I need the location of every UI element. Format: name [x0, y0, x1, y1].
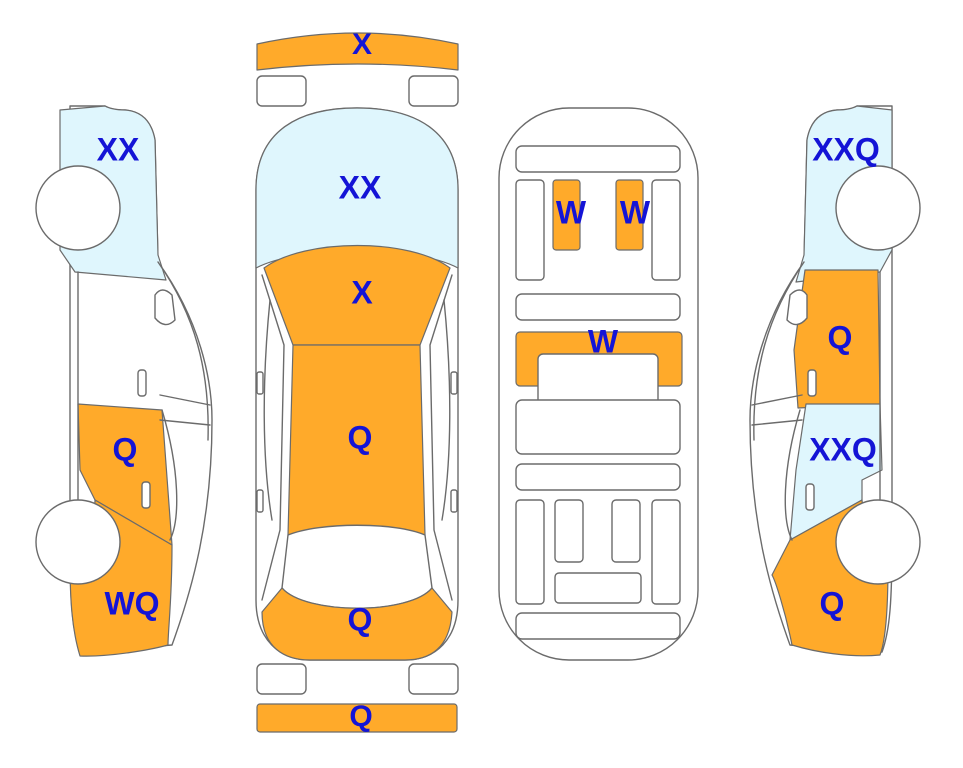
top-hood-panel[interactable]	[263, 245, 451, 346]
right-side-view: XXQ Q XXQ Q	[749, 105, 921, 657]
right-rear-window	[784, 409, 801, 541]
left-window-contour	[157, 261, 209, 441]
right-window-contour	[753, 261, 805, 441]
interior-dashboard	[515, 145, 681, 173]
left-mirror	[154, 289, 176, 326]
top-left-side-contour	[263, 299, 273, 521]
label-rear-bumper: Q	[349, 700, 372, 733]
label-right-rear-glass: XXQ	[809, 431, 877, 467]
interior-rear-seat-left	[554, 499, 584, 563]
label-interior-console: W	[588, 323, 619, 359]
label-top-roof: Q	[348, 419, 373, 455]
left-rear-handle	[141, 481, 151, 509]
left-front-wheel	[35, 165, 121, 251]
left-front-handle	[137, 369, 147, 397]
interior-front-seat-left[interactable]	[552, 179, 581, 251]
interior-rear-console	[554, 572, 642, 604]
label-left-rear-door: Q	[113, 431, 138, 467]
label-interior-seat-left: W	[556, 194, 587, 230]
label-top-trunk: Q	[348, 601, 373, 637]
rear-left-light	[256, 663, 307, 695]
interior-trunk-bar	[515, 612, 681, 640]
front-bumper-panel[interactable]	[256, 32, 459, 71]
front-right-light	[408, 75, 459, 107]
top-left-mirror	[256, 371, 264, 395]
right-front-handle	[807, 369, 817, 397]
label-right-rear-quarter: Q	[820, 585, 845, 621]
rear-right-light	[408, 663, 459, 695]
interior-rear-bar-1	[515, 399, 681, 455]
interior-rear-right-panel	[651, 499, 681, 605]
label-interior-seat-right: W	[620, 194, 651, 230]
right-mirror	[786, 289, 808, 326]
top-right-side-contour	[441, 299, 451, 521]
interior-front-seat-right[interactable]	[615, 179, 644, 251]
left-rear-window	[161, 409, 178, 541]
label-right-front-glass: XXQ	[812, 131, 880, 167]
right-rear-handle	[805, 483, 815, 511]
top-right-handle	[450, 489, 458, 513]
left-side-view: XX Q WQ	[35, 105, 213, 657]
top-left-pillar	[261, 274, 285, 601]
right-front-wheel	[835, 165, 921, 251]
top-view: X XX X Q Q Q	[255, 28, 459, 733]
front-left-light	[256, 75, 307, 107]
interior-front-left-panel	[515, 179, 545, 281]
top-rear-window	[281, 524, 433, 609]
interior-view: W W W	[498, 107, 699, 661]
top-right-pillar	[429, 274, 453, 601]
label-top-windshield: XX	[339, 169, 382, 205]
right-rear-wheel	[835, 499, 921, 585]
interior-rear-left-panel	[515, 499, 545, 605]
interior-rear-seat-right	[611, 499, 641, 563]
label-left-front-glass: XX	[97, 131, 140, 167]
top-left-handle	[256, 489, 264, 513]
left-rear-wheel	[35, 499, 121, 585]
top-right-mirror	[450, 371, 458, 395]
left-belt-line	[159, 394, 211, 426]
label-right-front-door: Q	[828, 319, 853, 355]
interior-center-bar	[515, 293, 681, 321]
label-top-hood: X	[351, 274, 373, 310]
rear-bumper-panel[interactable]	[256, 703, 458, 733]
interior-rear-bar-2	[515, 463, 681, 491]
interior-front-right-panel	[651, 179, 681, 281]
label-left-rear-quarter: WQ	[104, 585, 159, 621]
top-trunk-panel[interactable]	[261, 587, 453, 661]
right-belt-line	[751, 394, 803, 426]
label-front-bumper: X	[352, 28, 372, 61]
